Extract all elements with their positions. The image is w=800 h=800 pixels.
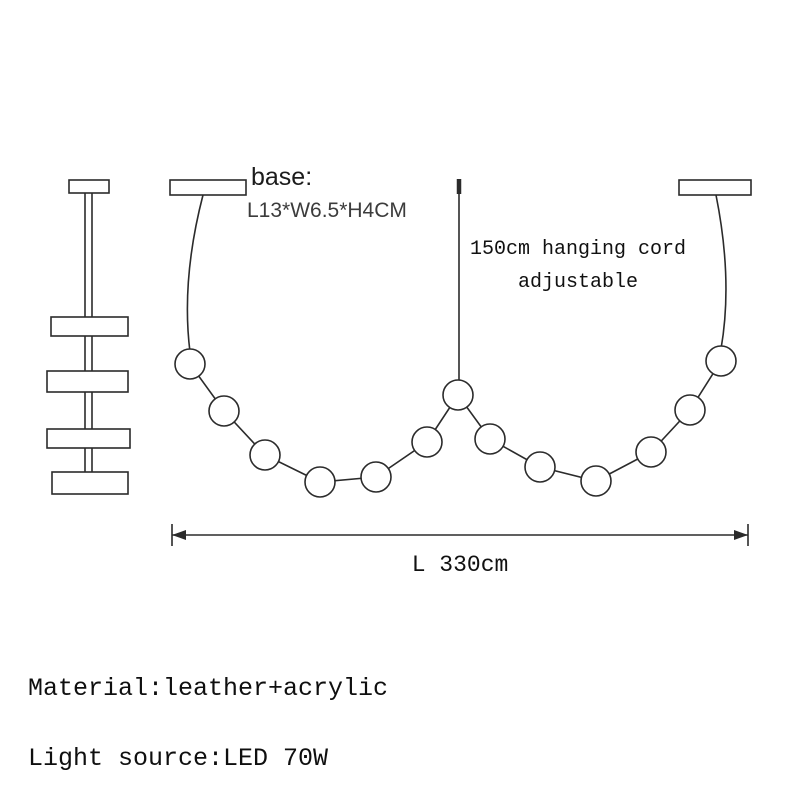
arrow-right-icon bbox=[734, 530, 748, 540]
cord-right bbox=[715, 194, 727, 350]
ceiling-base-left bbox=[169, 179, 247, 196]
dimension-line bbox=[171, 524, 749, 546]
base-label: base: bbox=[251, 163, 313, 191]
side-view-cap bbox=[68, 179, 110, 194]
spec-light-source: Light source:LED 70W bbox=[28, 744, 329, 773]
cord-left bbox=[186, 194, 204, 353]
side-view-discs bbox=[46, 316, 131, 495]
total-length-label: L 330cm bbox=[411, 552, 509, 578]
cord-note: 150cm hanging cord adjustable bbox=[462, 233, 694, 299]
center-bead bbox=[442, 379, 474, 411]
arrow-left-icon bbox=[172, 530, 186, 540]
spec-material: Material:leather+acrylic bbox=[28, 674, 389, 703]
cord-note-line2: adjustable bbox=[517, 271, 639, 294]
cord-note-line1: 150cm hanging cord bbox=[469, 238, 687, 261]
beads bbox=[174, 345, 737, 498]
base-size-label: L13*W6.5*H4CM bbox=[247, 199, 407, 222]
ceiling-base-right bbox=[678, 179, 752, 196]
